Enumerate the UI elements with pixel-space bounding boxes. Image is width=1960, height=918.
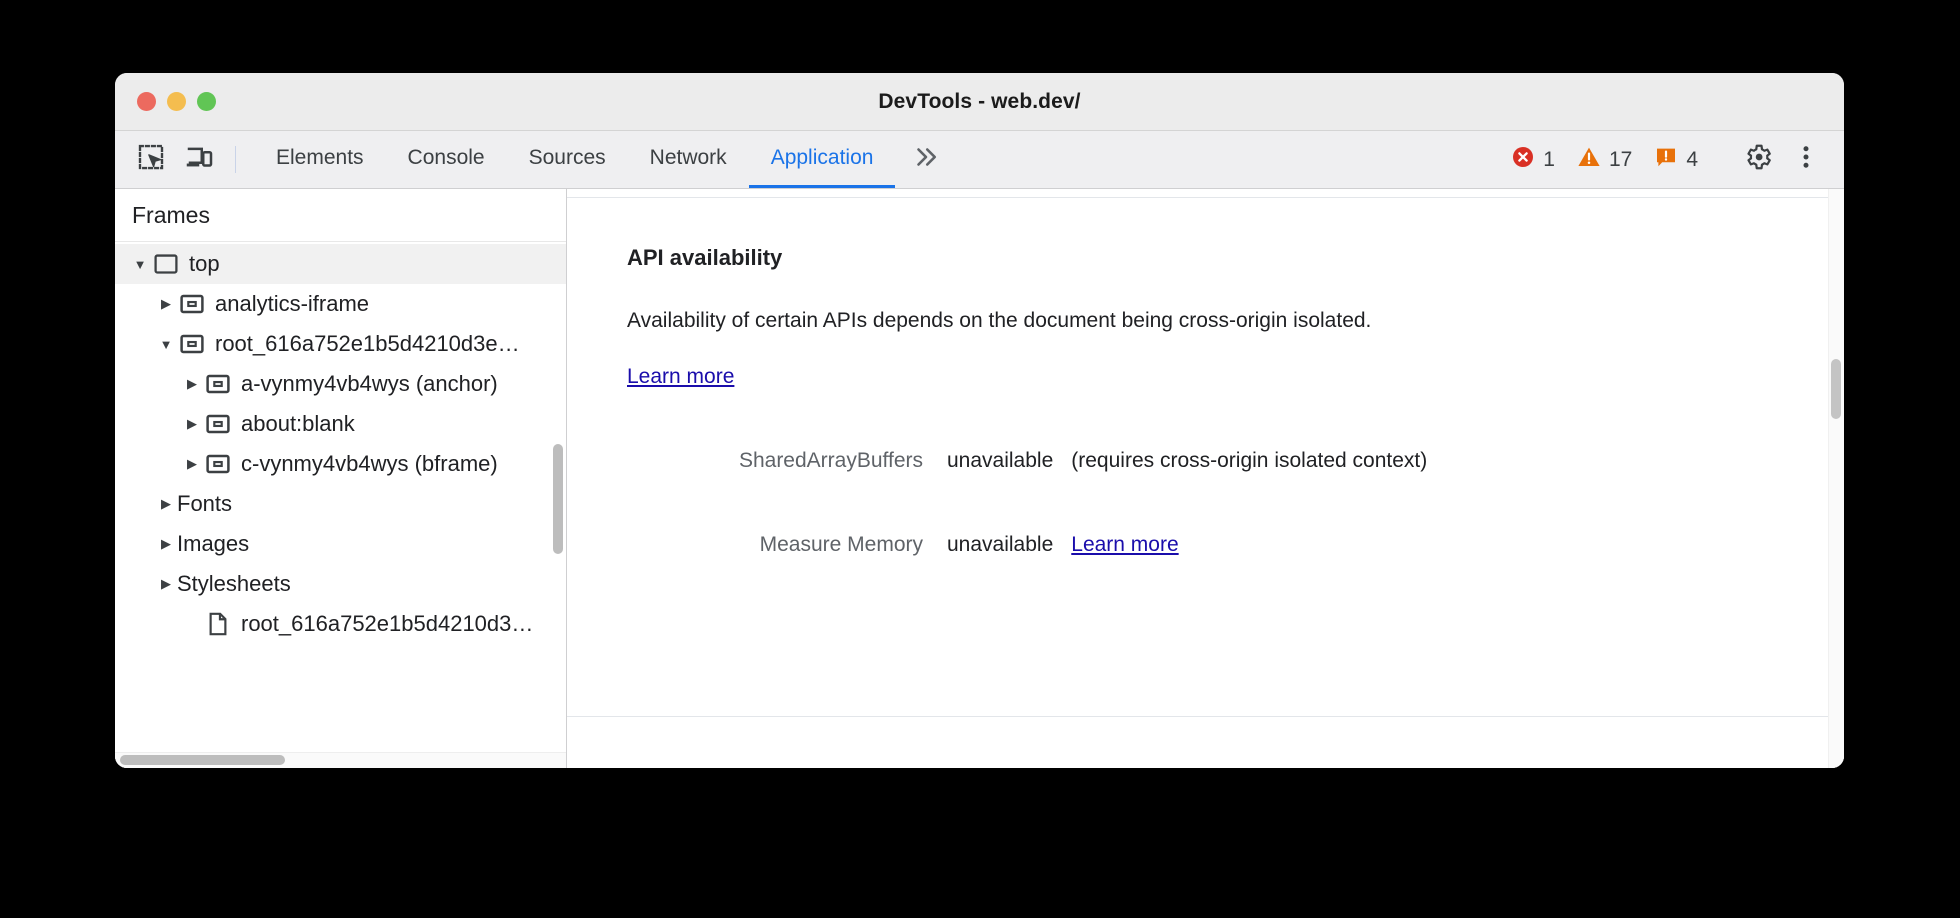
kebab-menu-icon <box>1791 142 1821 177</box>
window-titlebar: DevTools - web.dev/ <box>115 73 1844 131</box>
tab-console[interactable]: Console <box>407 146 485 169</box>
tree-row[interactable]: ▼ top <box>115 244 566 284</box>
tree-row-label: top <box>189 251 220 276</box>
inspect-element-button[interactable] <box>127 131 175 188</box>
more-options-button[interactable] <box>1782 142 1830 177</box>
tree-row-label: Stylesheets <box>177 571 291 596</box>
more-tabs-button[interactable] <box>895 131 957 188</box>
toolbar-divider <box>235 146 236 173</box>
device-toolbar-icon <box>184 142 214 177</box>
devtools-window: DevTools - web.dev/ <box>115 73 1844 768</box>
triangle-right-icon[interactable]: ▶ <box>187 456 197 471</box>
iframe-icon <box>177 291 207 317</box>
iframe-icon <box>177 331 207 357</box>
sidebar-horizontal-scrollbar[interactable] <box>120 755 285 765</box>
tree-row-label: Images <box>177 531 250 556</box>
issue-icon <box>1654 145 1678 175</box>
tab-elements[interactable]: Elements <box>276 146 364 169</box>
warning-icon <box>1577 145 1601 175</box>
tree-row[interactable]: ▶ Fonts <box>115 484 566 524</box>
row-value-group: unavailable (requires cross-origin isola… <box>947 433 1427 489</box>
description-learn-more-link[interactable]: Learn more <box>627 365 735 388</box>
zoom-window-button[interactable] <box>197 92 216 111</box>
section-description: Availability of certain APIs depends on … <box>627 293 1417 405</box>
sidebar-horizontal-scrollbar-track <box>115 752 566 768</box>
triangle-down-icon[interactable]: ▼ <box>133 256 147 272</box>
row-note: (requires cross-origin isolated context) <box>1071 449 1428 472</box>
frames-tree: ▼ top ▶ analytics-iframe ▼ root_616a752e1b5d4… <box>115 242 566 644</box>
api-row-measure-memory: Measure Memory unavailable Learn more <box>627 517 1844 573</box>
content-vertical-scrollbar-track <box>1828 189 1844 768</box>
tree-row[interactable]: ▶ Images <box>115 524 566 564</box>
triangle-down-icon[interactable]: ▼ <box>159 336 173 352</box>
row-value-group: unavailable Learn more <box>947 517 1179 573</box>
tab-network[interactable]: Network <box>649 146 727 169</box>
tree-row[interactable]: ▶ c-vynmy4vb4wys (bframe) <box>115 444 566 484</box>
minimize-window-button[interactable] <box>167 92 186 111</box>
toolbar-status-area: 1 17 <box>1500 131 1844 188</box>
tree-row[interactable]: ▶ a-vynmy4vb4wys (anchor) <box>115 364 566 404</box>
tab-application[interactable]: Application <box>748 131 896 188</box>
settings-button[interactable] <box>1734 142 1782 177</box>
tree-row[interactable]: ▼ root_616a752e1b5d4210d3e… <box>115 324 566 364</box>
application-content-panel: API availability Availability of certain… <box>567 189 1844 768</box>
triangle-right-icon[interactable]: ▶ <box>161 536 171 551</box>
section-divider-bottom <box>567 716 1828 717</box>
tree-row[interactable]: ▶ Stylesheets <box>115 564 566 604</box>
window-title: DevTools - web.dev/ <box>878 89 1081 113</box>
tab-sources[interactable]: Sources <box>528 146 606 169</box>
triangle-right-icon[interactable]: ▶ <box>161 576 171 591</box>
tree-row-label: Fonts <box>177 491 233 516</box>
document-icon <box>203 611 233 637</box>
iframe-icon <box>203 371 233 397</box>
sidebar-vertical-scrollbar[interactable] <box>553 444 563 554</box>
row-label: Measure Memory <box>759 533 923 556</box>
chevron-double-right-icon <box>911 142 941 177</box>
frame-icon <box>151 251 181 277</box>
section-divider-top <box>567 197 1828 198</box>
tree-row-label: analytics-iframe <box>215 291 370 316</box>
tree-row-label: c-vynmy4vb4wys (bframe) <box>241 451 498 476</box>
warning-badge[interactable]: 17 <box>1566 145 1643 175</box>
row-learn-more-link[interactable]: Learn more <box>1071 533 1179 556</box>
iframe-icon <box>203 451 233 477</box>
sidebar-title: Frames <box>115 189 566 242</box>
panel-tabs: Elements Console Sources Network Applica… <box>254 131 957 188</box>
row-value: unavailable <box>947 533 1054 556</box>
tree-row-label: root_616a752e1b5d4210d3… <box>241 611 534 636</box>
error-badge[interactable]: 1 <box>1500 145 1566 175</box>
triangle-right-icon[interactable]: ▶ <box>161 496 171 511</box>
triangle-right-icon[interactable]: ▶ <box>187 416 197 431</box>
devtools-body: Frames ▼ top ▶ analytics-iframe ▼ root_616a75… <box>115 189 1844 768</box>
content-vertical-scrollbar[interactable] <box>1831 359 1841 419</box>
api-availability-section: API availability Availability of certain… <box>567 189 1844 717</box>
frames-sidebar: Frames ▼ top ▶ analytics-iframe ▼ root_616a75… <box>115 189 567 768</box>
row-value: unavailable <box>947 449 1054 472</box>
tree-row-label: a-vynmy4vb4wys (anchor) <box>241 371 498 396</box>
iframe-icon <box>203 411 233 437</box>
traffic-light-group <box>137 92 216 111</box>
issue-badge[interactable]: 4 <box>1643 145 1709 175</box>
warning-count: 17 <box>1608 148 1633 171</box>
devtools-toolbar: Elements Console Sources Network Applica… <box>115 131 1844 189</box>
issue-count: 4 <box>1686 148 1698 171</box>
tree-row[interactable]: ▶ analytics-iframe <box>115 284 566 324</box>
device-toolbar-button[interactable] <box>175 131 223 188</box>
error-icon <box>1511 145 1535 175</box>
api-row-shared-array-buffers: SharedArrayBuffers unavailable (requires… <box>627 433 1844 489</box>
inspect-element-icon <box>136 142 166 177</box>
triangle-right-icon[interactable]: ▶ <box>161 296 171 311</box>
tree-row-label: about:blank <box>241 411 355 436</box>
tree-row[interactable]: ▶root_616a752e1b5d4210d3… <box>115 604 566 644</box>
error-count: 1 <box>1543 148 1555 171</box>
gear-icon <box>1743 142 1773 177</box>
description-text: Availability of certain APIs depends on … <box>627 309 1372 332</box>
tree-row-label: root_616a752e1b5d4210d3e… <box>215 331 520 356</box>
close-window-button[interactable] <box>137 92 156 111</box>
triangle-right-icon[interactable]: ▶ <box>187 376 197 391</box>
row-label: SharedArrayBuffers <box>738 449 923 472</box>
section-heading: API availability <box>627 245 783 270</box>
tree-row[interactable]: ▶ about:blank <box>115 404 566 444</box>
